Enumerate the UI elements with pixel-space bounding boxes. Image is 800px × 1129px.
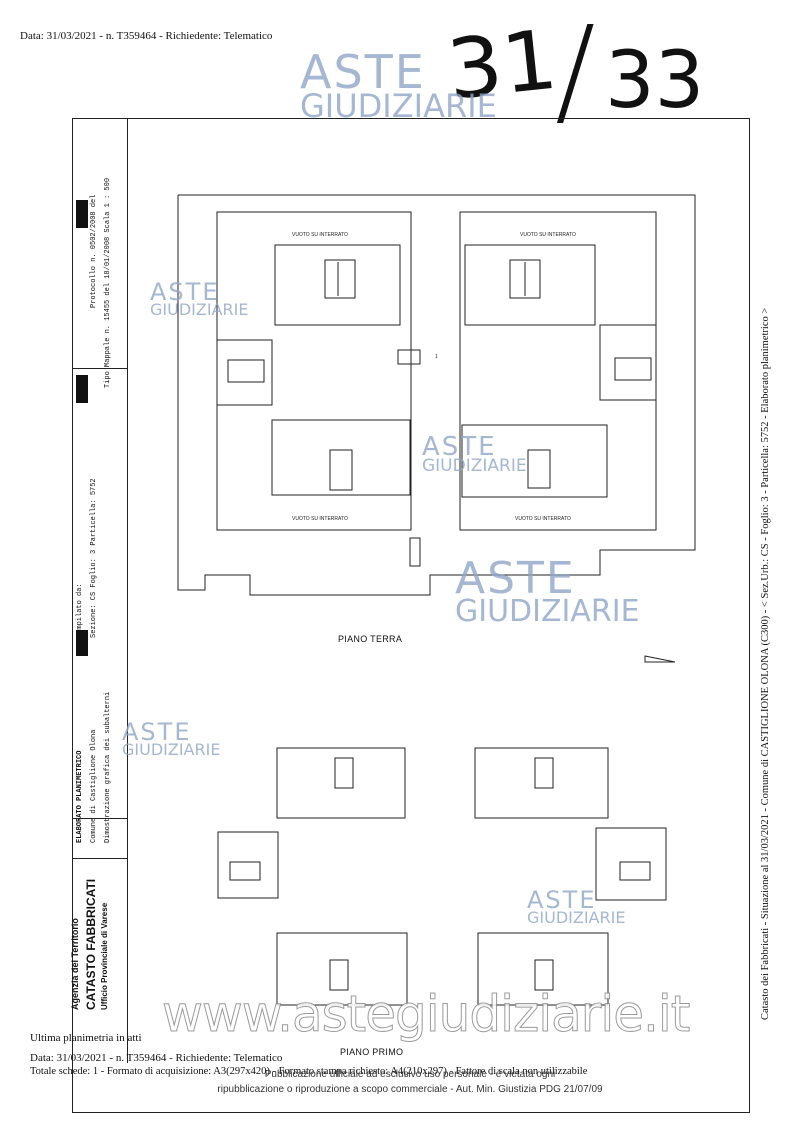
- legal-notice: Pubblicazione ufficiale ad esclusivo uso…: [150, 1069, 670, 1095]
- watermark-aste-center: ASTE GIUDIZIARIE: [422, 432, 527, 476]
- legal-notice-line1: Pubblicazione ufficiale ad esclusivo uso…: [264, 1069, 556, 1080]
- building-ne: [464, 244, 596, 326]
- watermark-aste-top: ASTE GIUDIZIARIE: [300, 45, 497, 126]
- building-sw: [271, 419, 411, 496]
- handwritten-page-number: 31 / 33: [440, 2, 740, 141]
- left-title-block: ELABORATO PLANIMETRICO Comune di Castigl…: [72, 118, 128, 1063]
- first-floor-label: PIANO PRIMO: [340, 1047, 404, 1057]
- header-text: Data: 31/03/2021 - n. T359464 - Richiede…: [20, 30, 273, 42]
- north-arrow: [644, 655, 676, 663]
- watermark-aste-lower-right: ASTE GIUDIZIARIE: [527, 886, 626, 928]
- void-label-n: VUOTO SU INTERRATO: [292, 232, 348, 238]
- footer-last-plan: Ultima planimetria in atti: [30, 1032, 142, 1044]
- handwritten-right: 33: [605, 36, 705, 126]
- watermark-aste-lower-left: ASTE GIUDIZIARIE: [122, 718, 221, 760]
- first-floor-blocks: [217, 747, 667, 1006]
- sheet-frame: [72, 118, 750, 1113]
- building-se: [461, 424, 608, 498]
- watermark-aste-mid: ASTE GIUDIZIARIE: [455, 553, 640, 629]
- footer-totals: Totale schede: 1 - Formato di acquisizio…: [30, 1066, 588, 1077]
- watermark-aste-left: ASTE GIUDIZIARIE: [150, 278, 249, 320]
- lot-boundary: [177, 194, 696, 596]
- void-label-ne: VUOTO SU INTERRATO: [520, 232, 576, 238]
- handwritten-slash: /: [555, 2, 596, 141]
- site-watermark: www.astegiudiziarie.it: [161, 985, 690, 1044]
- legal-notice-line2: ripubblicazione o riproduzione a scopo c…: [217, 1084, 603, 1095]
- building-nw: [274, 244, 401, 326]
- building-e: [599, 324, 657, 401]
- building-w: [216, 339, 273, 406]
- void-label-se: VUOTO SU INTERRATO: [515, 516, 571, 522]
- ground-floor-label: PIANO TERRA: [338, 634, 403, 644]
- void-label-s: VUOTO SU INTERRATO: [292, 516, 348, 522]
- footer-date: Data: 31/03/2021 - n. T359464 - Richiede…: [30, 1052, 283, 1064]
- stair-number: 1: [435, 354, 438, 360]
